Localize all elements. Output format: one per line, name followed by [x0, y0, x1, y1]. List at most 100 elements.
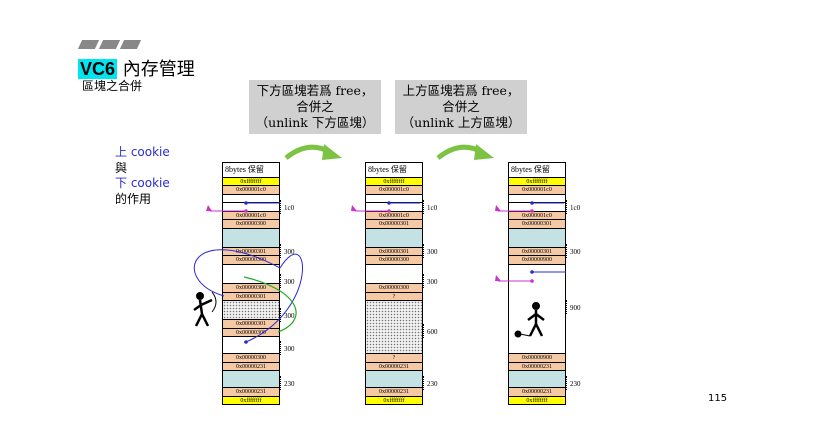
cookie-cell: 0x00000300 [366, 255, 422, 264]
cookie-cell: 0x000001c0 [509, 210, 565, 220]
size-bracket [280, 244, 282, 258]
block-size-label: 900 [570, 304, 581, 312]
block-body [223, 300, 279, 320]
cookie-cell: 0x00000300 [366, 283, 422, 292]
cookie-cell: 0x00000301 [223, 291, 279, 301]
block-size-label: 230 [284, 380, 295, 388]
size-bracket [423, 244, 425, 258]
side-note-purpose: 的作用 [115, 191, 152, 206]
callout-right-line1: 上方區塊若爲 free， [402, 83, 520, 98]
side-note-lower-cookie: 下 cookie [115, 176, 170, 190]
cookie-cell: 0xffffffff [509, 395, 565, 404]
callout-left-line1: 下方區塊若爲 free， [256, 83, 374, 98]
cookie-cell: 0x00000301 [223, 319, 279, 328]
size-bracket [280, 341, 282, 355]
column-header: 8bytes 保留 [511, 165, 550, 174]
side-note: 上 cookie 與 下 cookie 的作用 [115, 145, 170, 207]
block-size-label: 300 [284, 248, 295, 256]
transition-arrow-1 [284, 144, 342, 160]
cookie-cell: 0x00000231 [366, 361, 422, 371]
block-size-label: 230 [427, 380, 438, 388]
block-body [366, 263, 422, 284]
cookie-cell: 0x00000900 [509, 255, 565, 264]
size-bracket [423, 324, 425, 338]
cookie-cell: 0x00000231 [223, 361, 279, 371]
size-bracket [566, 200, 568, 214]
cookie-cell: 0x00000900 [509, 353, 565, 362]
block-size-label: 600 [427, 328, 438, 336]
cookie-cell: 0x00000300 [223, 353, 279, 362]
cookie-cell: 0xffffffff [366, 177, 422, 186]
block-size-label: 300 [427, 248, 438, 256]
block-body [509, 193, 565, 203]
size-bracket [566, 244, 568, 258]
title-vc6: VC6 [78, 59, 118, 79]
cookie-cell: 0x00000301 [509, 247, 565, 256]
cookie-cell: 0x00000231 [509, 361, 565, 371]
cookie-cell: 0x000001c0 [509, 185, 565, 194]
size-bracket [566, 300, 568, 314]
title-decoration [77, 40, 142, 49]
callout-left-line3: （unlink 下方區塊） [255, 115, 375, 130]
link-arrows [193, 201, 566, 344]
block-size-label: 1c0 [427, 204, 438, 212]
cookie-cell: 0x00000300 [223, 283, 279, 292]
block-size-label: 300 [284, 345, 295, 353]
cookie-cell: 0xffffffff [509, 177, 565, 186]
block-size-label: 300 [284, 278, 295, 286]
title-text: 內存管理 [117, 59, 195, 80]
block-body [223, 263, 279, 284]
cookie-cell: 0x00000300 [223, 255, 279, 264]
size-bracket [423, 200, 425, 214]
cookie-cell: 0x00000301 [366, 247, 422, 256]
side-note-upper-cookie: 上 cookie [115, 145, 170, 159]
block-body [223, 193, 279, 203]
callout-left-line2: 合併之 [296, 99, 334, 114]
block-body [223, 336, 279, 354]
cookie-cell: 0x00000300 [223, 219, 279, 228]
callout-right-line3: （unlink 上方區塊） [401, 115, 521, 130]
block-body [223, 227, 279, 247]
cookie-cell: ? [366, 291, 422, 301]
cookie-cell: 0xffffffff [366, 395, 422, 404]
page-title: VC6 內存管理 [78, 55, 195, 81]
block-size-label: 300 [570, 248, 581, 256]
cookie-cell: 0x00000231 [509, 387, 565, 396]
block-size-label: 300 [284, 312, 295, 320]
callout-right-line2: 合併之 [442, 99, 480, 114]
column-header: 8bytes 保留 [368, 165, 407, 174]
block-body [509, 370, 565, 388]
page-subtitle: 區塊之合併 [82, 79, 143, 93]
block-size-label: 1c0 [570, 204, 581, 212]
block-size-label: 300 [427, 278, 438, 286]
page-number: 115 [708, 393, 728, 404]
block-body [366, 227, 422, 247]
cookie-cell: ? [366, 353, 422, 362]
cookie-cell: 0x000001c0 [223, 185, 279, 194]
size-bracket [423, 274, 425, 288]
block-body [366, 300, 422, 354]
callout-merge-upper: 上方區塊若爲 free， 合併之 （unlink 上方區塊） [395, 80, 527, 134]
side-note-and: 與 [115, 160, 128, 175]
block-body [509, 227, 565, 247]
cookie-cell: 0x00000301 [366, 219, 422, 228]
cookie-cell: 0x000001c0 [366, 185, 422, 194]
block-body [366, 370, 422, 388]
cookie-cell: 0x00000231 [366, 387, 422, 396]
archer-figure-icon [193, 291, 217, 327]
prisoner-figure-icon [514, 302, 545, 338]
cookie-cell: 0x00000300 [223, 327, 279, 337]
size-bracket [280, 376, 282, 390]
cookie-cell: 0xffffffff [223, 395, 279, 404]
size-bracket [566, 376, 568, 390]
cookie-cell: 0x00000301 [223, 247, 279, 256]
size-bracket [280, 308, 282, 322]
cookie-cell: 0x00000301 [509, 219, 565, 228]
cookie-cell: 0xffffffff [223, 177, 279, 186]
cookie-cell: 0x000001c0 [223, 210, 279, 220]
block-size-label: 230 [570, 380, 581, 388]
cookie-cell: 0x000001c0 [366, 210, 422, 220]
block-size-label: 1c0 [284, 204, 295, 212]
size-bracket [423, 376, 425, 390]
